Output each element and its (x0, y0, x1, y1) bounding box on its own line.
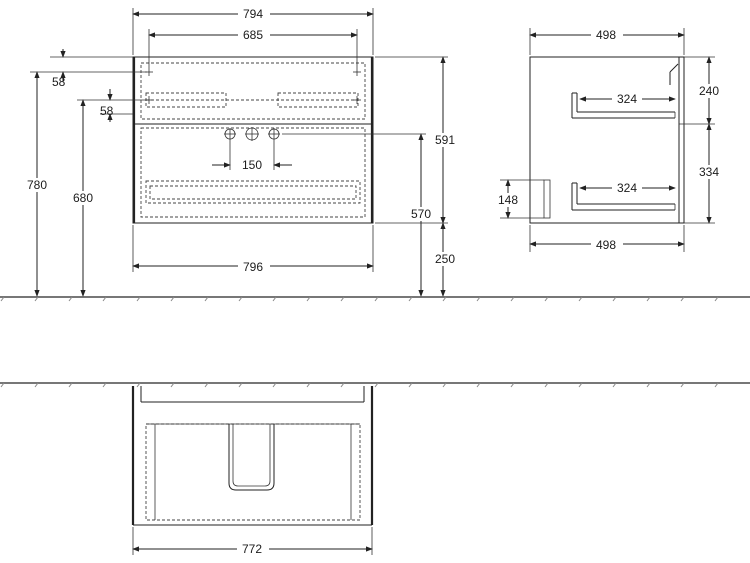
dim-label-150: 150 (242, 158, 262, 172)
dim-upper-drawer-height: 240 (679, 56, 724, 125)
floor-hatch-tick (714, 296, 719, 302)
floor-hatch-tick (170, 296, 175, 302)
dim-label-680: 680 (73, 191, 93, 205)
floor-hatch-tick (68, 382, 73, 388)
dim-side-depth-bottom: 498 (529, 225, 685, 252)
tap-connection-icons (224, 127, 280, 141)
floor-hatch-tick (544, 296, 549, 302)
dim-label-334: 334 (699, 165, 719, 179)
floor-hatch-tick (476, 382, 481, 388)
dim-label-324-upper: 324 (617, 92, 637, 106)
floor-hatch-tick (442, 296, 447, 302)
dim-bottom-width: 796 (132, 225, 374, 274)
floor-hatch-tick (442, 382, 447, 388)
dim-overall-height: 780 (22, 71, 52, 297)
dim-plan-inner-width: 772 (132, 527, 373, 556)
dim-label-591: 591 (435, 133, 455, 147)
dim-overall-width-top: 794 (132, 6, 374, 55)
dim-label-780: 780 (27, 178, 47, 192)
dim-label-772: 772 (242, 542, 262, 556)
floor-hatch-tick (136, 382, 141, 388)
dim-tap-spacing: 150 (212, 140, 292, 172)
dim-label-240: 240 (699, 84, 719, 98)
floor-hatch-tick (0, 382, 5, 388)
floor-hatch-tick (170, 382, 175, 388)
floor-hatch-tick (476, 296, 481, 302)
floor-hatch-tick (340, 382, 345, 388)
floor-hatch-tick (578, 296, 583, 302)
dim-label-58-second: 58 (100, 104, 114, 118)
floor-hatch-tick (374, 296, 379, 302)
dim-label-324-lower: 324 (617, 181, 637, 195)
dim-drawer-depth-lower: 324 (579, 180, 676, 195)
dim-drain-height: 570 (282, 133, 436, 297)
dim-label-796: 796 (243, 260, 263, 274)
floor-hatch-tick (238, 382, 243, 388)
siphon-cutout-outline (228, 424, 275, 491)
floor-hatch-tick (306, 296, 311, 302)
floor-line-upper (0, 296, 750, 302)
floor-hatch-tick (136, 296, 141, 302)
floor-hatch-tick (34, 382, 39, 388)
dim-mount-height: 680 (68, 99, 98, 297)
floor-hatch-tick (272, 296, 277, 302)
floor-hatch-tick (510, 382, 515, 388)
floor-hatch-tick (544, 382, 549, 388)
floor-hatch-tick (238, 296, 243, 302)
floor-hatch-tick (374, 382, 379, 388)
floor-hatch-tick (578, 382, 583, 388)
mount-hole-marks (145, 68, 361, 104)
floor-hatch-tick (102, 296, 107, 302)
dim-drawer-depth-upper: 324 (579, 91, 676, 106)
floor-hatch-tick (340, 296, 345, 302)
dim-label-570: 570 (411, 207, 431, 221)
side-cabinet-outline (529, 56, 685, 224)
dim-side-depth-top: 498 (529, 27, 685, 55)
floor-hatch-tick (680, 296, 685, 302)
floor-hatch-tick (680, 382, 685, 388)
dim-label-250: 250 (435, 252, 455, 266)
plan-view: 772 (131, 386, 374, 556)
floor-hatch-tick (0, 296, 5, 302)
dim-label-685: 685 (243, 28, 263, 42)
floor-hatch-tick (102, 382, 107, 388)
floor-hatch-tick (612, 382, 617, 388)
floor-hatch-tick (68, 296, 73, 302)
floor-hatch-tick (272, 382, 277, 388)
floor-hatch-tick (714, 382, 719, 388)
floor-hatch-tick (408, 382, 413, 388)
floor-hatch-tick (646, 296, 651, 302)
floor-hatch-tick (204, 296, 209, 302)
dim-label-498-bottom: 498 (596, 238, 616, 252)
dim-label-58-top: 58 (52, 75, 66, 89)
front-view: 794 685 58 58 780 (22, 6, 460, 297)
dim-lower-drawer-height: 334 (684, 123, 724, 224)
floor-hatch-tick (612, 296, 617, 302)
floor-line-lower (0, 382, 750, 388)
dim-label-794: 794 (243, 7, 263, 21)
dim-floor-clearance: 250 (375, 222, 460, 297)
dim-hole-spacing: 685 (148, 27, 358, 68)
side-view: 498 324 324 240 334 (494, 27, 724, 252)
dim-body-height: 591 (375, 56, 460, 224)
floor-hatch-tick (510, 296, 515, 302)
dim-siphon-cutout-height: 148 (494, 179, 544, 219)
floor-hatch-tick (408, 296, 413, 302)
dim-top-offset: 58 (30, 49, 147, 89)
floor-hatch-tick (646, 382, 651, 388)
floor-hatch-tick (34, 296, 39, 302)
dim-second-offset: 58 (77, 89, 147, 122)
dim-label-148: 148 (498, 193, 518, 207)
floor-hatch-tick (306, 382, 311, 388)
floor-hatch-tick (204, 382, 209, 388)
dim-label-498-top: 498 (596, 28, 616, 42)
